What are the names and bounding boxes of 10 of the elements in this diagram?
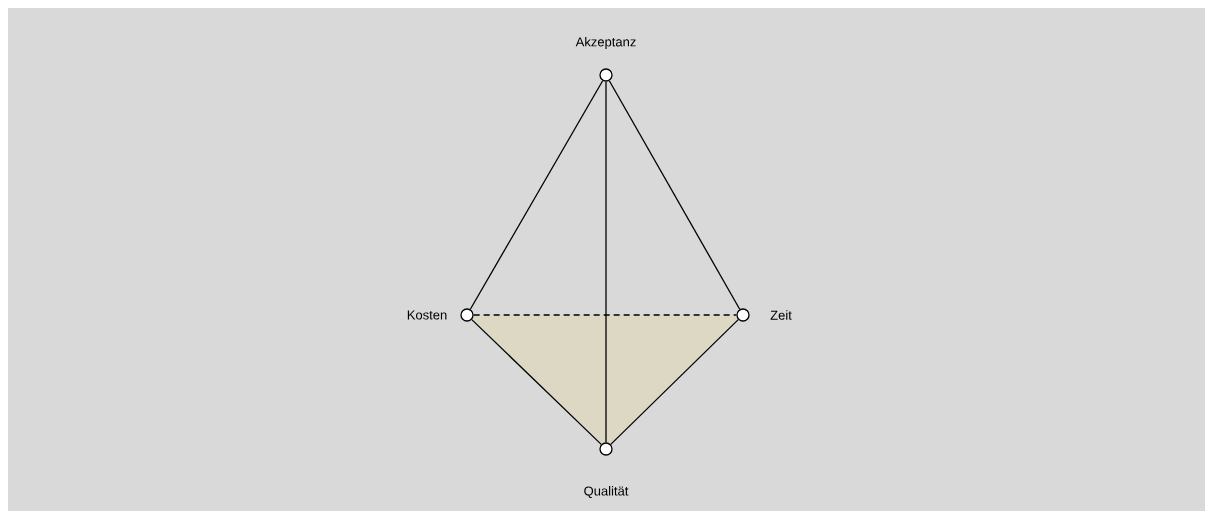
edge-line bbox=[605, 81, 607, 443]
edge-line bbox=[610, 319, 739, 445]
edge-line bbox=[471, 318, 602, 446]
node-label: Zeit bbox=[770, 310, 792, 320]
node-label: Qualität bbox=[584, 486, 629, 498]
edge-line bbox=[473, 314, 737, 316]
node-label: Akzeptanz bbox=[575, 36, 636, 50]
edge-line bbox=[469, 80, 604, 310]
edge-line bbox=[608, 80, 741, 310]
node-label: Kosten bbox=[407, 310, 447, 320]
